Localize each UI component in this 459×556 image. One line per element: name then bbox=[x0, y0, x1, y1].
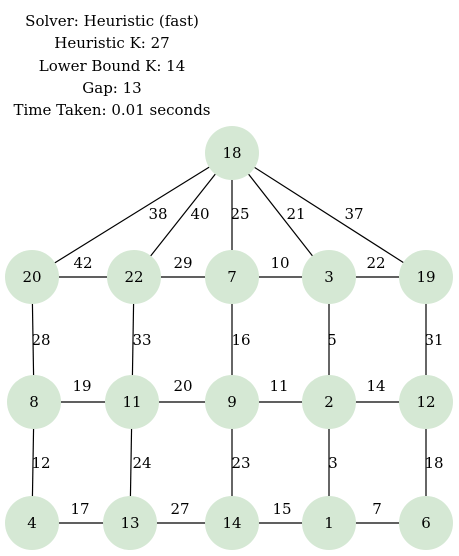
node-circle-2 bbox=[302, 375, 356, 429]
edge-18-20 bbox=[31, 152, 233, 278]
node-8: 8 bbox=[7, 375, 61, 429]
node-circle-22 bbox=[107, 250, 161, 304]
edge-weight-1-6: 7 bbox=[372, 500, 382, 518]
node-1: 1 bbox=[302, 496, 356, 550]
node-circle-12 bbox=[399, 375, 453, 429]
edge-weight-18-19: 37 bbox=[344, 205, 363, 223]
edge-weight-2-1: 3 bbox=[328, 454, 338, 472]
edge-weight-18-20: 38 bbox=[148, 205, 167, 223]
edge-weight-11-9: 20 bbox=[173, 377, 192, 395]
edge-weight-9-2: 11 bbox=[269, 377, 288, 395]
edge-weight-18-3: 21 bbox=[286, 205, 305, 223]
node-circle-6 bbox=[399, 496, 453, 550]
edge-weight-22-7: 29 bbox=[173, 254, 192, 272]
edge-weight-3-19: 22 bbox=[366, 254, 385, 272]
node-circle-14 bbox=[205, 496, 259, 550]
edge-weight-19-12: 31 bbox=[424, 331, 443, 349]
edge-weight-20-8: 28 bbox=[31, 331, 50, 349]
node-label-18: 18 bbox=[222, 144, 241, 162]
edge-weight-22-11: 33 bbox=[132, 331, 151, 349]
node-circle-4 bbox=[5, 496, 59, 550]
node-4: 4 bbox=[5, 496, 59, 550]
node-label-6: 6 bbox=[421, 514, 431, 532]
edge-weight-13-14: 27 bbox=[170, 500, 189, 518]
edge-weight-7-3: 10 bbox=[270, 254, 289, 272]
node-label-19: 19 bbox=[416, 268, 435, 286]
node-20: 20 bbox=[5, 250, 59, 304]
edges-layer bbox=[31, 152, 427, 524]
node-circle-20 bbox=[5, 250, 59, 304]
node-label-4: 4 bbox=[27, 514, 37, 532]
node-label-2: 2 bbox=[324, 393, 334, 411]
edge-weight-7-9: 16 bbox=[231, 331, 250, 349]
node-circle-9 bbox=[205, 375, 259, 429]
gap-line: Gap: 13 bbox=[82, 79, 141, 97]
node-circle-8 bbox=[7, 375, 61, 429]
edge-weight-2-12: 14 bbox=[366, 377, 385, 395]
node-circle-18 bbox=[205, 126, 259, 180]
node-circle-19 bbox=[399, 250, 453, 304]
node-6: 6 bbox=[399, 496, 453, 550]
node-label-8: 8 bbox=[29, 393, 39, 411]
node-label-14: 14 bbox=[222, 514, 241, 532]
edge-weight-3-2: 5 bbox=[327, 331, 337, 349]
node-label-11: 11 bbox=[122, 393, 141, 411]
edge-weight-12-6: 18 bbox=[424, 454, 443, 472]
node-circle-3 bbox=[302, 250, 356, 304]
node-circle-1 bbox=[302, 496, 356, 550]
edge-18-19 bbox=[231, 152, 427, 278]
node-3: 3 bbox=[302, 250, 356, 304]
node-label-9: 9 bbox=[227, 393, 237, 411]
node-18: 18 bbox=[205, 126, 259, 180]
node-22: 22 bbox=[107, 250, 161, 304]
time-taken-line: Time Taken: 0.01 seconds bbox=[13, 101, 210, 119]
heuristic-k-line: Heuristic K: 27 bbox=[54, 34, 169, 52]
edge-weight-20-22: 42 bbox=[73, 254, 92, 272]
edge-weight-8-11: 19 bbox=[72, 377, 91, 395]
edge-weight-9-14: 23 bbox=[231, 454, 250, 472]
node-label-12: 12 bbox=[416, 393, 435, 411]
edge-weight-18-7: 25 bbox=[230, 205, 249, 223]
node-19: 19 bbox=[399, 250, 453, 304]
node-11: 11 bbox=[105, 375, 159, 429]
edge-weight-14-1: 15 bbox=[272, 500, 291, 518]
node-circle-13 bbox=[103, 496, 157, 550]
node-12: 12 bbox=[399, 375, 453, 429]
solver-line: Solver: Heuristic (fast) bbox=[25, 12, 199, 30]
node-circle-11 bbox=[105, 375, 159, 429]
node-label-7: 7 bbox=[227, 268, 237, 286]
lower-bound-k-line: Lower Bound K: 14 bbox=[39, 57, 186, 75]
edge-weight-18-22: 40 bbox=[190, 205, 209, 223]
node-circle-7 bbox=[205, 250, 259, 304]
node-label-1: 1 bbox=[324, 514, 334, 532]
node-label-22: 22 bbox=[124, 268, 143, 286]
node-label-20: 20 bbox=[22, 268, 41, 286]
edge-weight-4-13: 17 bbox=[70, 500, 89, 518]
edge-weight-11-13: 24 bbox=[132, 454, 151, 472]
node-9: 9 bbox=[205, 375, 259, 429]
solver-info: Solver: Heuristic (fast) Heuristic K: 27… bbox=[13, 12, 210, 119]
node-label-3: 3 bbox=[324, 268, 334, 286]
node-14: 14 bbox=[205, 496, 259, 550]
node-2: 2 bbox=[302, 375, 356, 429]
edge-weight-8-4: 12 bbox=[31, 454, 50, 472]
node-7: 7 bbox=[205, 250, 259, 304]
node-label-13: 13 bbox=[120, 514, 139, 532]
node-13: 13 bbox=[103, 496, 157, 550]
